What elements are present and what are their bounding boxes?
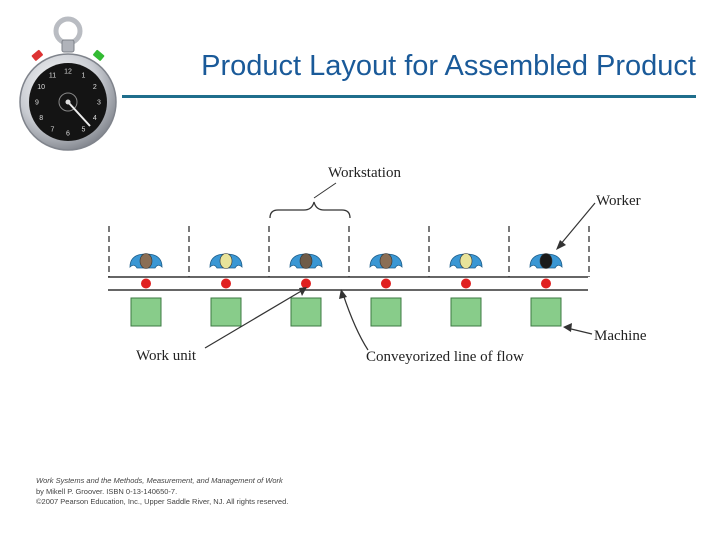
machine [130,297,162,327]
stopwatch-dial-number: 10 [37,84,45,91]
stopwatch-dial-number: 6 [66,131,70,138]
workstation-brace [269,201,351,219]
stopwatch-dial-number: 7 [51,126,55,133]
stopwatch-icon: 12 12 3 45 6 7 8 9 10 11 [19,16,117,151]
worker-icon [209,253,243,269]
stopwatch-dial-number: 11 [49,73,56,80]
label-machine: Machine [594,328,647,344]
stopwatch-dial-number: 8 [39,115,43,122]
stopwatch-dial-number: 1 [82,73,86,80]
work-unit [221,278,231,289]
machine [370,297,402,327]
worker-arrowhead [556,240,566,250]
conveyor-pointer [342,293,369,351]
label-conveyor: Conveyorized line of flow [366,349,524,365]
footer-copyright: ©2007 Pearson Education, Inc., Upper Sad… [36,497,289,506]
workstation [209,253,243,327]
workstation [529,253,563,327]
machine [530,297,562,327]
stopwatch-dial-numbers: 12 12 3 45 6 7 8 9 10 11 [35,69,101,138]
stopwatch-dial-number: 12 [64,69,72,76]
worker-head [219,253,233,269]
workstation [129,253,163,327]
label-workstation: Workstation [328,165,401,181]
worker-icon [129,253,163,269]
worker-head [139,253,153,269]
worker-icon [529,253,563,269]
footer-author: by Mikell P. Groover. ISBN 0-13-140650-7… [36,486,178,496]
worker-head [299,253,313,269]
label-work-unit: Work unit [136,348,197,364]
work-unit [461,278,471,289]
work-unit [141,278,151,289]
work-unit-pointer [204,289,304,349]
work-unit [381,278,391,289]
workstation [449,253,483,327]
machine-arrowhead [563,323,572,332]
copyright-footer: Work Systems and the Methods, Measuremen… [36,476,288,508]
stopwatch-dial-number: 4 [93,115,97,122]
workstation [369,253,403,327]
workstation-pointer [313,182,337,199]
conveyor-arrowhead [339,289,347,299]
product-layout-diagram: Workstation Worker Machine Work unit Con… [108,165,647,365]
page-title: Product Layout for Assembled Product [201,50,696,82]
stopwatch-dial-number: 2 [93,84,97,91]
workstation-dividers [108,226,590,277]
worker-icon [289,253,323,269]
workstation [289,253,323,327]
work-unit [301,278,311,289]
stopwatch-dial-number: 3 [97,100,101,107]
label-worker: Worker [596,193,641,209]
title-underline [122,95,696,98]
work-unit-arrowhead [299,287,307,296]
footer-book-title: Work Systems and the Methods, Measuremen… [36,476,283,485]
worker-head [459,253,473,269]
stopwatch-dial-number: 5 [82,126,86,133]
machine [290,297,322,327]
worker-icon [369,253,403,269]
worker-pointer [559,202,596,246]
worker-head [539,253,553,269]
stopwatch-dial-number: 9 [35,100,39,107]
worker-head [379,253,393,269]
worker-icon [449,253,483,269]
work-unit [541,278,551,289]
machine [210,297,242,327]
machine [450,297,482,327]
workstations [129,253,563,327]
